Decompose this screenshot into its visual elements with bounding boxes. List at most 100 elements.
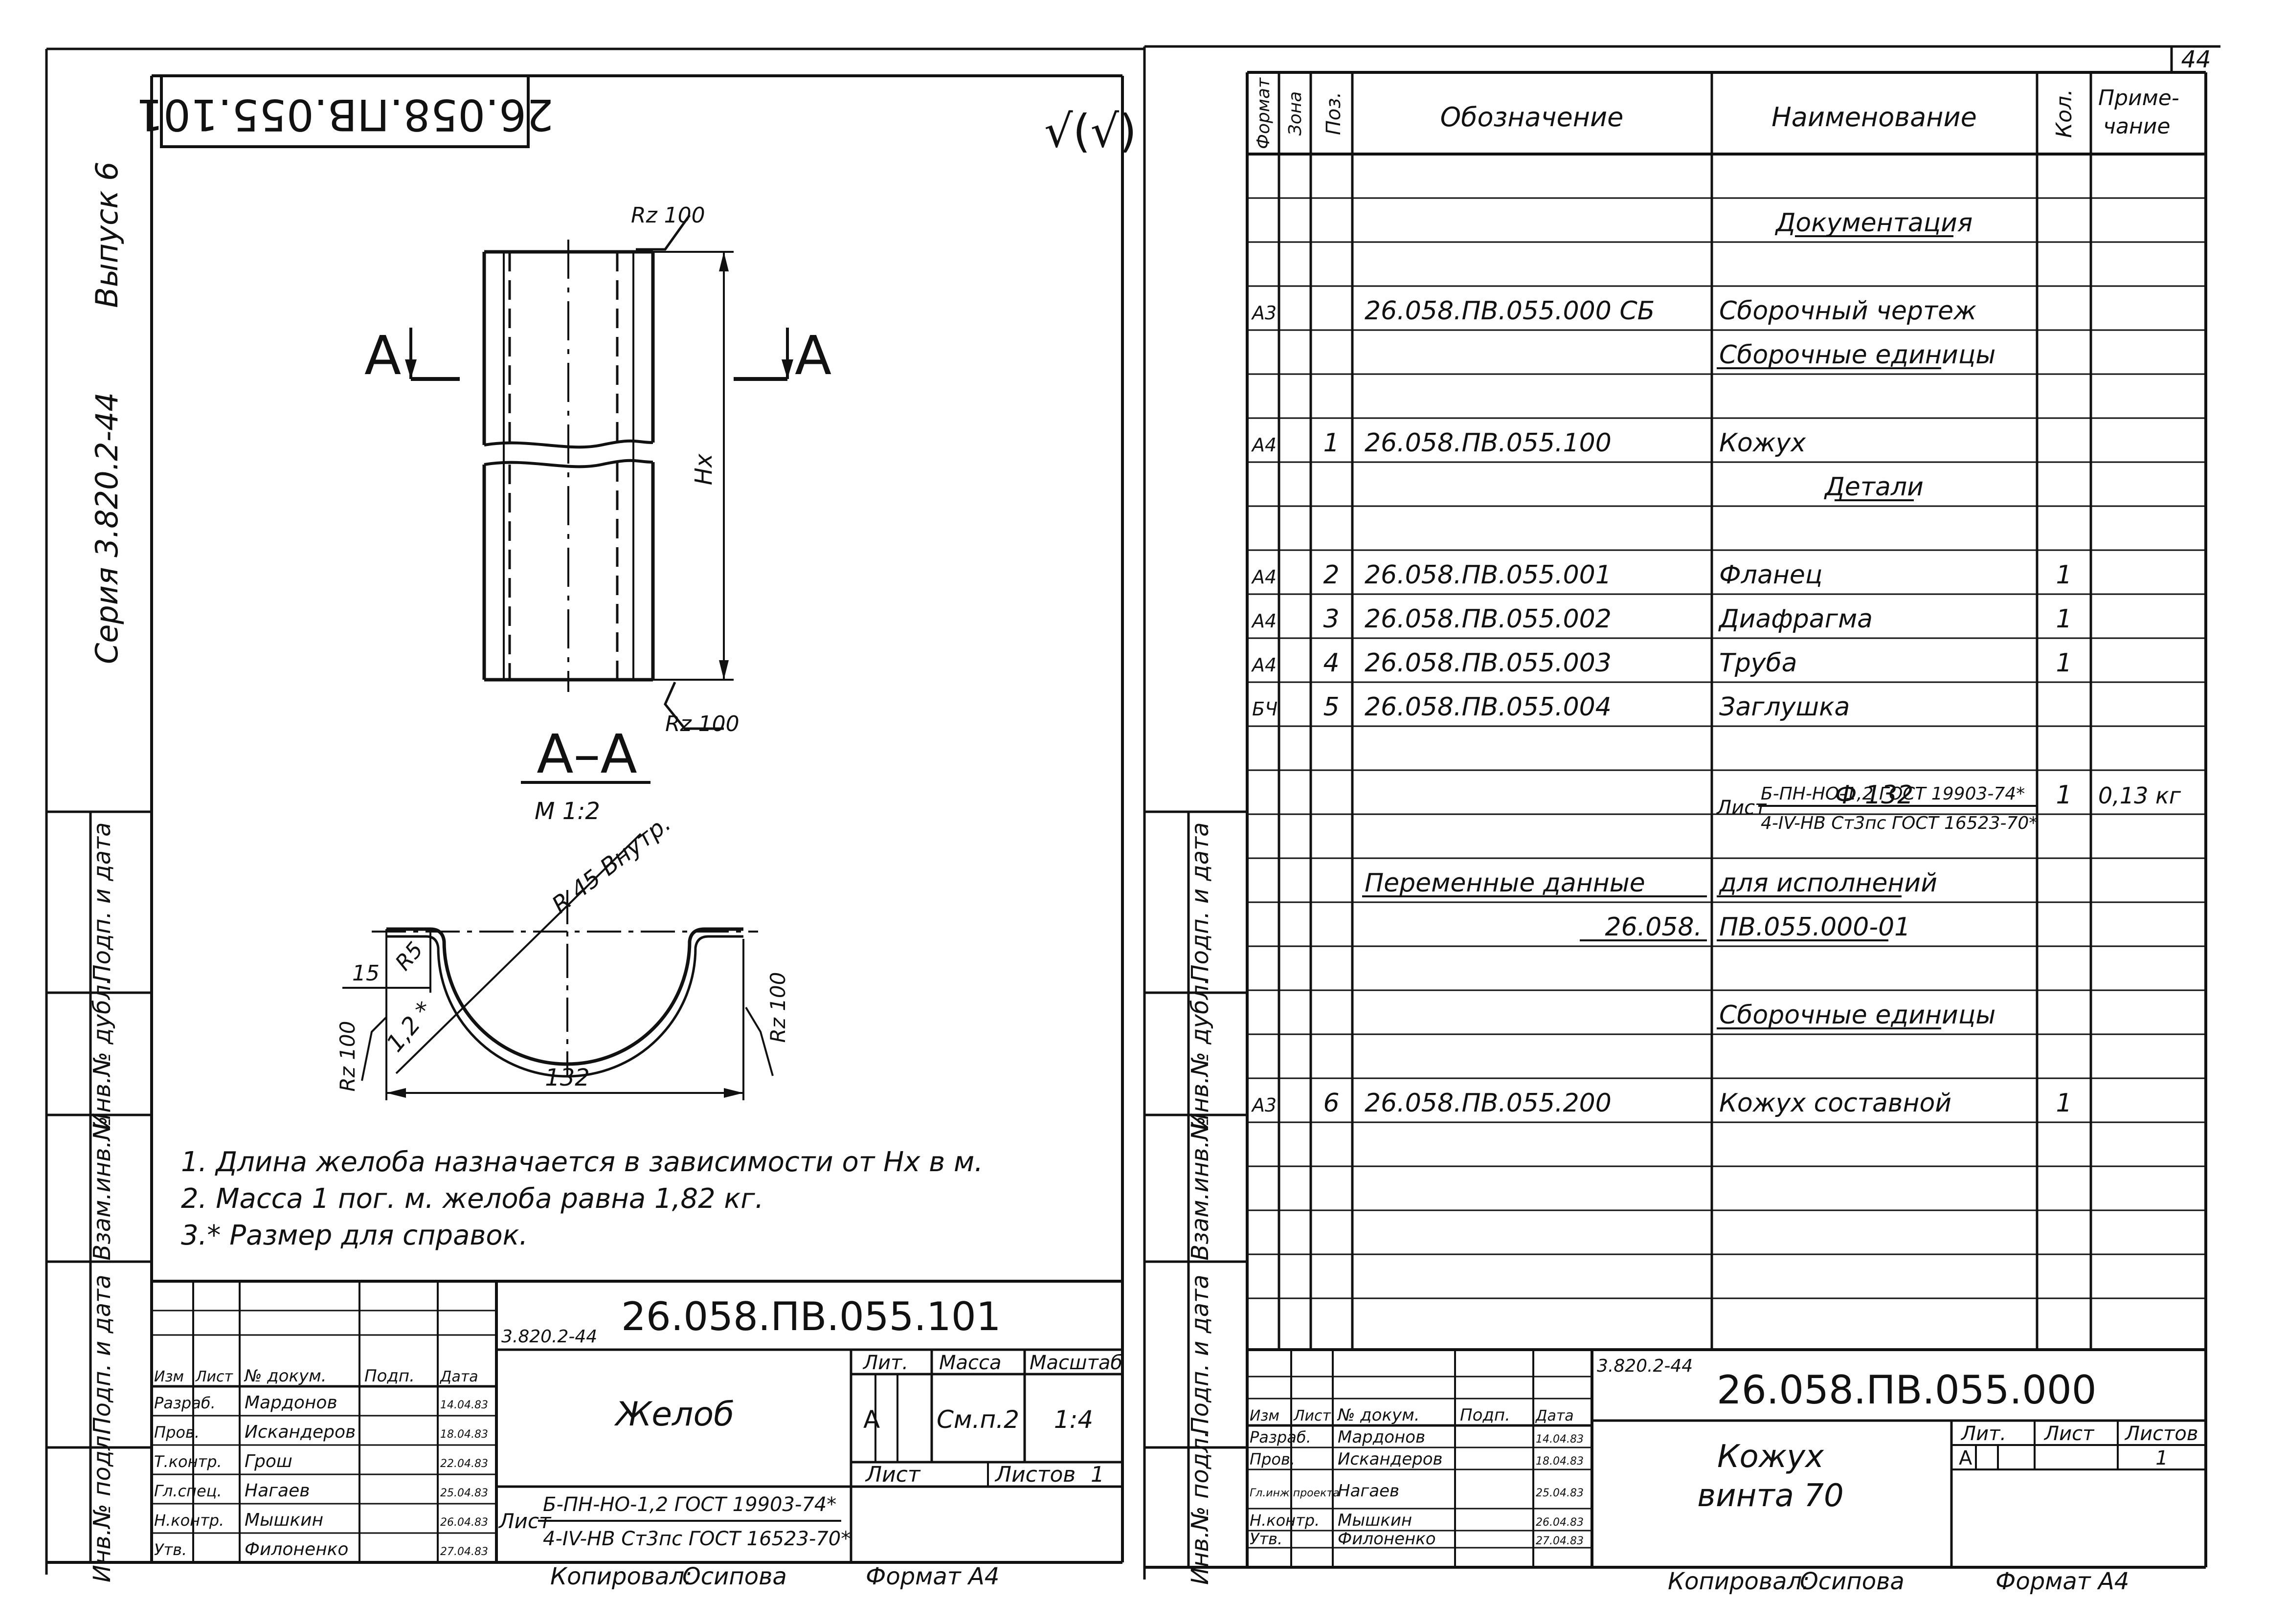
r-role-date: 27.04.83: [1536, 1535, 1584, 1547]
r-copied-label: Копировал:: [1668, 1568, 1810, 1595]
series-code: 3.820.2-44: [501, 1327, 597, 1347]
hdr-doc-no: № докум.: [244, 1366, 327, 1386]
roughness-left: Rz 100: [336, 1021, 359, 1092]
r-copier-name: Осипова: [1800, 1568, 1905, 1595]
cell-name: Документация: [1775, 208, 1972, 238]
material-line-1: Б-ПН-НО-1,2 ГОСТ 19903-74*: [543, 1493, 836, 1516]
cell-designation: 26.058.ПВ.055.200: [1365, 1089, 1612, 1118]
hdr-note: Приме- чание: [2098, 86, 2186, 139]
page-number: 44: [2181, 46, 2211, 73]
right-sheet: Подп. и дата Инв.№ дубл. Взам.инв.№ Подп…: [1143, 45, 2207, 1595]
section-scale: М 1:2: [535, 798, 600, 825]
lit-value: А: [863, 1405, 880, 1434]
r-strip-label-3: Взам.инв.№: [1187, 1116, 1214, 1260]
role-label: Пров.: [154, 1423, 200, 1442]
role-person: Грош: [245, 1451, 292, 1471]
cell-qty: 1: [2056, 1089, 2072, 1118]
r-hdr-sign: Подп.: [1460, 1405, 1510, 1425]
role-label: Т.контр.: [154, 1452, 222, 1471]
role-person: Нагаев: [245, 1481, 310, 1501]
spec-row: Документация: [1247, 208, 2206, 243]
section-mark-right: А: [795, 324, 831, 387]
strip-label-2: Инв.№ дубл.: [89, 977, 116, 1130]
cell-name: Кожух составной: [1719, 1089, 1951, 1118]
roughness-right: Rz 100: [766, 972, 790, 1043]
mass-label: Масса: [939, 1352, 1002, 1374]
cell-qty: 1: [2056, 780, 2072, 810]
cell-qty: 1: [2056, 648, 2072, 678]
r-role-label: Разраб.: [1250, 1428, 1311, 1446]
r-strip-label-1: Подп. и дата: [1187, 823, 1214, 982]
section-markers: А А: [364, 324, 831, 387]
r-role-label: Утв.: [1250, 1530, 1282, 1548]
r-sheets-value: 1: [2155, 1447, 2168, 1469]
hdr-note-line-2: чание: [2103, 114, 2170, 139]
role-label: Утв.: [154, 1540, 187, 1559]
pipe-front-view: Hx Rz 100 Rz 100: [482, 203, 740, 736]
cell-format: А4: [1251, 566, 1277, 588]
copied-label: Копировал:: [550, 1563, 692, 1590]
cell-format: А3: [1251, 302, 1277, 324]
r-name-line-2: винта 70: [1697, 1478, 1843, 1514]
roughness-symbol: √(√): [1044, 105, 1137, 157]
hdr-list: Лист: [195, 1368, 234, 1385]
r-role-label: Гл.инж.проекта: [1250, 1487, 1340, 1499]
hdr-pos: Поз.: [1322, 92, 1345, 135]
spec-row: Детали: [1247, 472, 2206, 507]
r-role-person: Мышкин: [1338, 1511, 1412, 1530]
width-dim: 132: [545, 1064, 590, 1091]
height-dimension: Hx: [690, 453, 717, 485]
hdr-name: Наименование: [1771, 102, 1977, 133]
roughness-bottom: Rz 100: [665, 712, 740, 736]
cell-pos: 4: [1323, 648, 1339, 678]
strip-label-4: Подп. и дата: [89, 1275, 116, 1435]
role-date: 26.04.83: [440, 1516, 488, 1529]
r-format-label: Формат А4: [1995, 1568, 2129, 1595]
hdr-izm: Изм: [154, 1368, 184, 1385]
role-person: Мышкин: [245, 1510, 323, 1530]
strip-label-3: Взам.инв.№: [89, 1116, 116, 1260]
r-role-person: Мардонов: [1338, 1427, 1425, 1447]
cell-pos: 3: [1323, 604, 1339, 634]
right-title-block: 3.820.2-44 26.058.ПВ.055.000 Кожух винта…: [1247, 1348, 2206, 1567]
hdr-date: Дата: [439, 1368, 478, 1385]
material-line-2: 4-IV-НВ Ст3пс ГОСТ 16523-70*: [543, 1528, 851, 1550]
cell-format: А3: [1251, 1094, 1277, 1116]
cell-format: БЧ: [1252, 698, 1277, 720]
r-series-code: 3.820.2-44: [1597, 1356, 1693, 1376]
lit-label: Лит.: [862, 1352, 908, 1374]
spec-material: Лист Б-ПН-НО-1,2 ГОСТ 19903-74* 4-IV-НВ …: [1716, 784, 2038, 833]
spec-row: А3 6 26.058.ПВ.055.200 Кожух составной 1: [1247, 1089, 2206, 1123]
spec-material-prefix: Лист: [1716, 797, 1767, 819]
r-role-person: Филоненко: [1338, 1529, 1436, 1549]
cell-designation: 26.058.ПВ.055.002: [1365, 604, 1612, 634]
r-hdr-doc-no: № докум.: [1337, 1405, 1420, 1425]
role-person: Филоненко: [245, 1539, 348, 1559]
part-name: Желоб: [614, 1395, 734, 1434]
left-title-block: 3.820.2-44 26.058.ПВ.055.101 Желоб Лит. …: [152, 1280, 1122, 1562]
roughness-top: Rz 100: [631, 203, 705, 228]
cell-pos: 6: [1323, 1089, 1339, 1118]
r-role-person: Искандеров: [1338, 1449, 1443, 1469]
cell-note: 0,13 кг: [2098, 782, 2181, 809]
r-role-date: 14.04.83: [1536, 1433, 1584, 1446]
dim-15: 15: [352, 961, 380, 986]
cell-pos: 2: [1323, 560, 1339, 590]
cell-format: А4: [1251, 610, 1277, 632]
scale-value: 1:4: [1054, 1405, 1093, 1434]
mirrored-code-stamp: 26.058.ПВ.055.101: [136, 74, 554, 148]
cell-designation: 26.058.ПВ.055.004: [1365, 692, 1612, 722]
notes: 1. Длина желоба назначается в зависимост…: [181, 1146, 983, 1251]
r-doc-code: 26.058.ПВ.055.000: [1717, 1367, 2097, 1413]
role-date: 25.04.83: [440, 1487, 488, 1499]
scale-label: Масштаб: [1030, 1352, 1122, 1374]
cell-format: А4: [1251, 434, 1277, 456]
r-role-date: 26.04.83: [1536, 1516, 1584, 1529]
role-label: Разраб.: [154, 1394, 216, 1412]
section-title: А–А: [537, 723, 637, 785]
